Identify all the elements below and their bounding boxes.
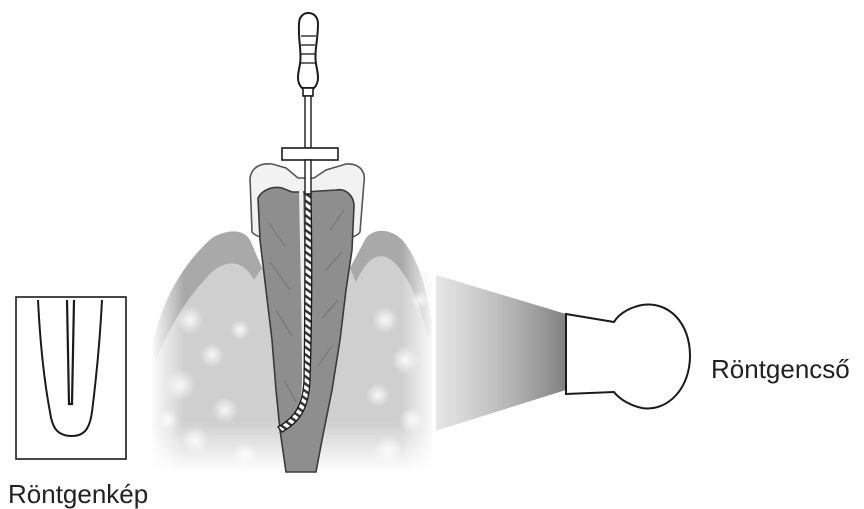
xray-tube-label: Röntgencső [711, 356, 850, 382]
xray-film-icon [16, 297, 126, 459]
xray-tube-icon [566, 305, 690, 409]
xray-image-label: Röntgenkép [8, 481, 148, 507]
